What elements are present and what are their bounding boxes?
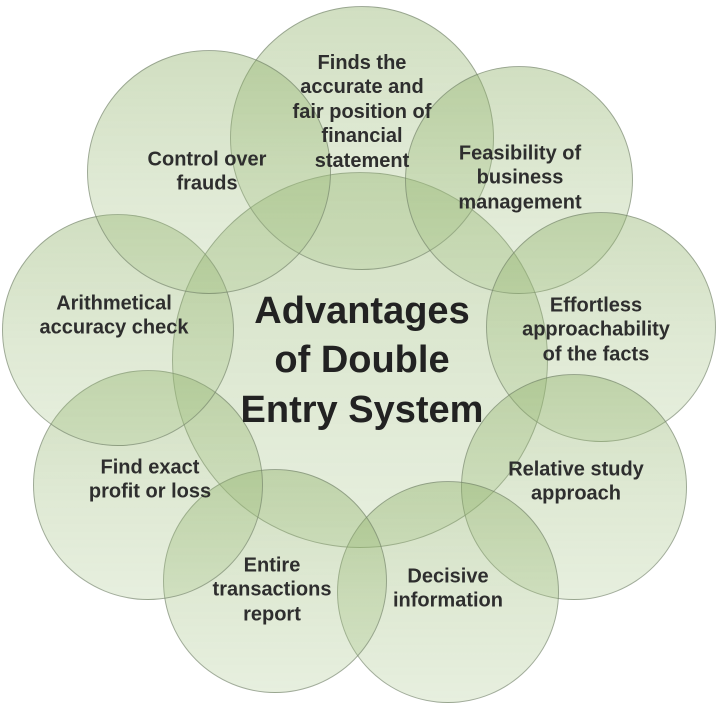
- node-circle-top-left: [87, 50, 331, 294]
